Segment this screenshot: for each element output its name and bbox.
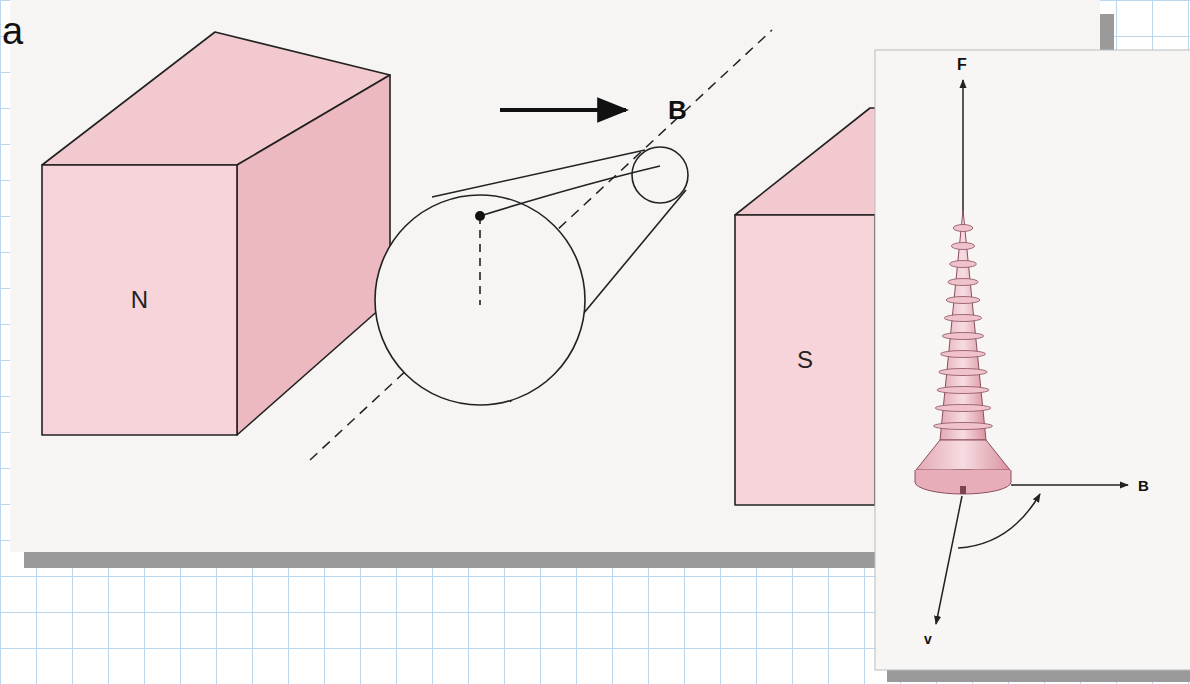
screw-thread <box>939 369 987 376</box>
screw-thread <box>937 387 989 394</box>
field-label: B <box>1138 478 1149 493</box>
screw-thread <box>935 405 991 412</box>
screw-thread <box>944 315 982 322</box>
screw-thread <box>948 279 978 286</box>
pole-label: N <box>131 286 148 314</box>
screw <box>915 210 1011 494</box>
force-label: F <box>957 57 967 73</box>
screw-thread <box>941 351 986 358</box>
force-arrow <box>962 80 964 214</box>
screw-thread <box>942 333 983 340</box>
axis-line <box>310 30 772 460</box>
north-magnet <box>42 32 390 435</box>
magnet-block: N <box>42 165 237 435</box>
magnet-block: S <box>735 215 875 505</box>
field-label: B <box>668 97 687 123</box>
screw-thread <box>946 297 980 304</box>
screw-thread <box>933 423 992 430</box>
charge-dot <box>475 211 485 221</box>
velocity-vector <box>936 496 962 624</box>
screw-thread <box>950 261 977 268</box>
pole-label: S <box>797 346 813 374</box>
field-vector <box>1011 484 1128 486</box>
rotation-arrow <box>958 494 1040 548</box>
screw-panel <box>875 50 1190 670</box>
field-arrow <box>500 108 626 112</box>
screw-thread <box>951 243 974 250</box>
velocity-label: v <box>924 632 932 646</box>
screw-thread <box>953 225 973 232</box>
magnified-view <box>375 147 688 405</box>
figure-letter: a <box>2 12 23 50</box>
